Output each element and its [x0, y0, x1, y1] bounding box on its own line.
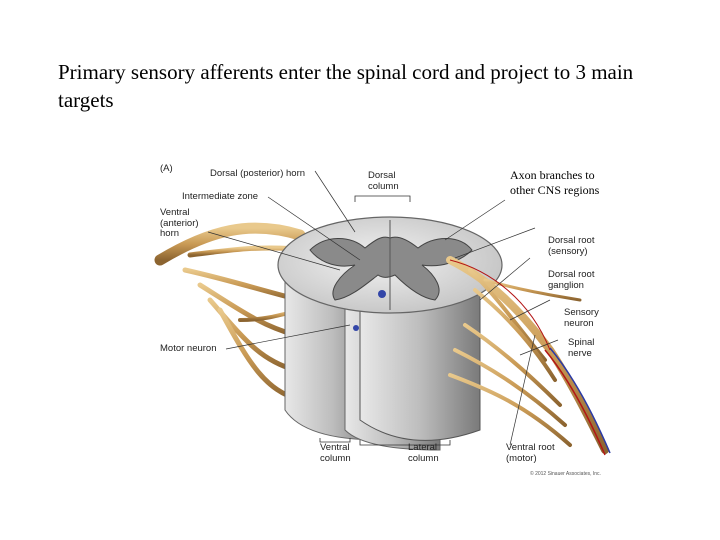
- label-lateral-column: Lateral column: [408, 442, 439, 464]
- label-dorsal-root: Dorsal root (sensory): [548, 235, 595, 257]
- label-dorsal-root-ganglion: Dorsal root ganglion: [548, 269, 595, 291]
- label-intermediate-zone: Intermediate zone: [182, 191, 259, 202]
- label-ventral-horn: Ventral (anterior) horn: [160, 207, 199, 239]
- spinal-cord-illustration: [154, 170, 611, 456]
- label-ventral-column: Ventral column: [320, 442, 351, 464]
- leader-lines: [207, 170, 559, 446]
- label-ventral-root: Ventral root (motor): [506, 442, 555, 464]
- callout-axon-branches: Axon branches to other CNS regions: [510, 168, 600, 197]
- panel-label: (A): [160, 163, 173, 174]
- copyright: © 2012 Sinauer Associates, Inc.: [530, 471, 601, 477]
- label-dorsal-horn: Dorsal (posterior) horn: [210, 168, 306, 179]
- label-dorsal-column: Dorsal column: [368, 170, 399, 192]
- left-nerve-roots: [154, 222, 313, 403]
- spinal-cord-figure: (A) Dorsal (posterior) horn Intermediate…: [150, 150, 620, 485]
- gray-matter: [309, 236, 473, 301]
- label-motor-neuron: Motor neuron: [160, 343, 217, 354]
- label-sensory-neuron: Sensory neuron: [564, 307, 599, 329]
- label-spinal-nerve: Spinal nerve: [568, 337, 595, 359]
- slide-title: Primary sensory afferents enter the spin…: [58, 60, 634, 112]
- right-nerve-roots: [446, 256, 609, 454]
